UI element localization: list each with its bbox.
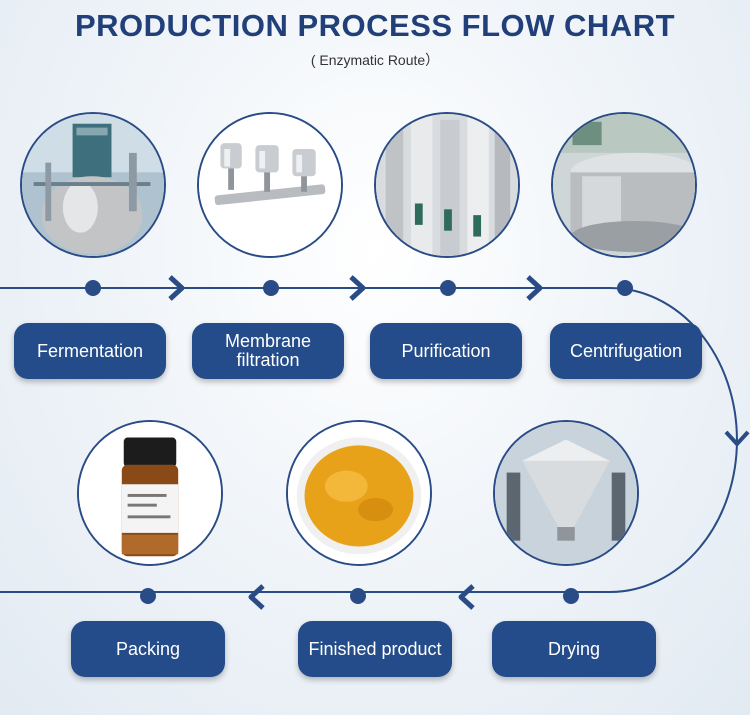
arrow-left-icon (248, 584, 265, 610)
double-cone-dryer-icon (495, 422, 637, 564)
purification-photo (374, 112, 520, 258)
fermentation-tank-icon (22, 114, 164, 256)
page-subtitle: ( Enzymatic Route） (310, 52, 440, 68)
flow-path (0, 287, 738, 593)
flow-dot (563, 588, 579, 604)
page-title: PRODUCTION PROCESS FLOW CHART (74, 8, 676, 43)
sample-bottle-icon (79, 422, 221, 564)
flow-dot (85, 280, 101, 296)
arrow-left-icon (458, 584, 475, 610)
arrow-right-icon (526, 275, 543, 301)
centrifugation-photo (551, 112, 697, 258)
step-packing: Packing (71, 621, 225, 677)
filter-funnel-icon (199, 114, 341, 256)
flow-dot (350, 588, 366, 604)
flow-dot (617, 280, 633, 296)
yellow-powder-icon (288, 422, 430, 564)
arrow-right-icon (349, 275, 366, 301)
flow-dot (263, 280, 279, 296)
purification-column-icon (376, 114, 518, 256)
membrane-filtration-photo (197, 112, 343, 258)
arrow-down-icon (724, 430, 750, 446)
centrifuge-icon (553, 114, 695, 256)
step-fermentation: Fermentation (14, 323, 166, 379)
step-membrane-filtration: Membrane filtration (192, 323, 344, 379)
drying-photo (493, 420, 639, 566)
flow-dot (440, 280, 456, 296)
finished-product-photo (286, 420, 432, 566)
packing-photo (77, 420, 223, 566)
step-finished-product: Finished product (298, 621, 452, 677)
fermentation-photo (20, 112, 166, 258)
arrow-right-icon (168, 275, 185, 301)
step-purification: Purification (370, 323, 522, 379)
step-centrifugation: Centrifugation (550, 323, 702, 379)
step-drying: Drying (492, 621, 656, 677)
flow-dot (140, 588, 156, 604)
